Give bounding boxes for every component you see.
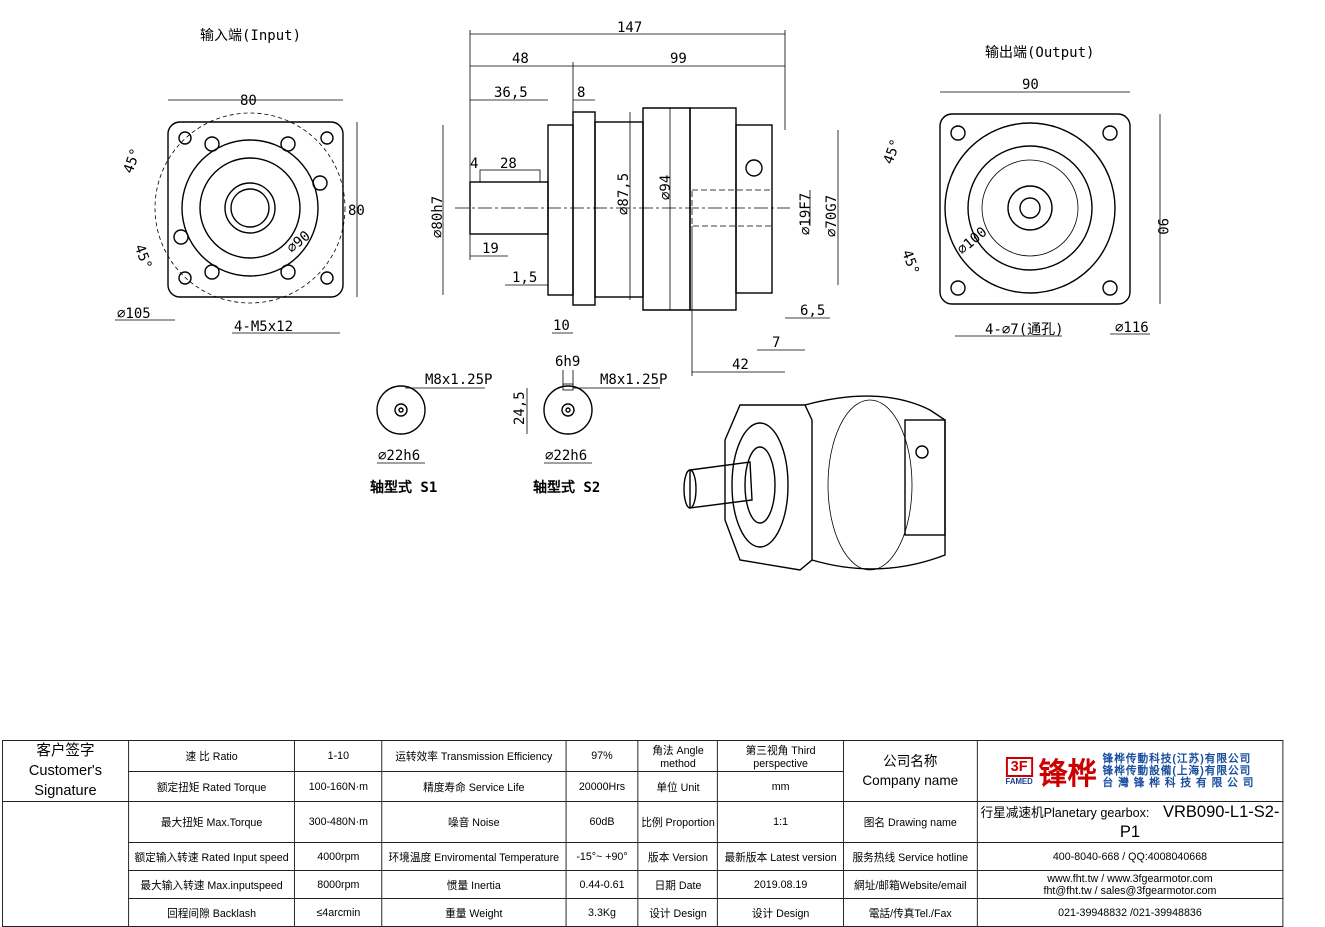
dim-out-angle-1: 45° bbox=[881, 137, 905, 166]
dim-threads: 4-M5x12 bbox=[234, 319, 293, 335]
dim-step: 1,5 bbox=[512, 270, 537, 286]
dim-output-pilot: ⌀70G7 bbox=[824, 195, 840, 237]
spec-label: 日期 Date bbox=[637, 870, 719, 899]
input-view-title: 输入端(Input) bbox=[200, 28, 301, 44]
dim-shaft-dia-length: 19 bbox=[482, 241, 499, 257]
spec-label: 额定输入转速 Rated Input speed bbox=[127, 842, 296, 871]
dim-out-height: 90 bbox=[1154, 218, 1170, 235]
spec-label: 运转效率 Transmission Efficiency bbox=[381, 739, 567, 773]
dim-pcd: ⌀90 bbox=[284, 228, 314, 257]
dim-bore-dia: ⌀19F7 bbox=[798, 193, 814, 235]
info-label: 電話/传真Tel./Fax bbox=[843, 898, 978, 927]
dim-width: 80 bbox=[240, 93, 257, 109]
dim-flange-dia: ⌀105 bbox=[117, 306, 151, 322]
info-label: 服务热线 Service hotline bbox=[843, 842, 978, 871]
s2-key: 6h9 bbox=[555, 354, 580, 370]
spec-value: 3.3Kg bbox=[565, 898, 639, 927]
dim-out-holes: 4-⌀7(通孔) bbox=[985, 322, 1064, 338]
dim-height: 80 bbox=[348, 203, 365, 219]
shaft-s1: M8x1.25P ⌀22h6 轴型式 S1 bbox=[370, 372, 492, 496]
s1-thread: M8x1.25P bbox=[425, 372, 492, 388]
spec-label: 最大输入转速 Max.inputspeed bbox=[127, 870, 296, 899]
info-label: 图名 Drawing name bbox=[843, 801, 978, 843]
spec-label: 重量 Weight bbox=[381, 898, 567, 927]
dim-6-5: 6,5 bbox=[800, 303, 825, 319]
input-view: 输入端(Input) 80 80 45° 45° ⌀90 ⌀105 4-M5x1… bbox=[115, 28, 365, 335]
spec-label: 最大扭矩 Max.Torque bbox=[127, 801, 296, 843]
dim-out-angle-2: 45° bbox=[898, 248, 922, 277]
spec-value: 0.44-0.61 bbox=[565, 870, 639, 899]
spec-value: ≤4arcmin bbox=[294, 898, 383, 927]
dim-out-width: 90 bbox=[1022, 77, 1039, 93]
s1-dia: ⌀22h6 bbox=[378, 448, 420, 464]
spec-value: 第三视角 Third perspective bbox=[717, 739, 844, 773]
spec-value: 最新版本 Latest version bbox=[717, 842, 844, 871]
dim-angle-1: 45° bbox=[121, 146, 145, 175]
gearbox-isometric-illustration bbox=[683, 395, 946, 571]
dim-out-flange-dia: ⌀116 bbox=[1115, 320, 1149, 336]
dim-input-length: 48 bbox=[512, 51, 529, 67]
service-hotline: 400-8040-668 / QQ:4008040668 bbox=[976, 842, 1284, 871]
drawing-name: 行星减速机Planetary gearbox:VRB090-L1-S2-P1 bbox=[976, 801, 1284, 843]
side-view: 147 48 99 36,5 8 4 28 ⌀80h7 ⌀87,5 ⌀94 19… bbox=[430, 20, 840, 376]
spec-value: 设计 Design bbox=[717, 898, 844, 927]
dim-body-dia: ⌀87,5 bbox=[616, 173, 632, 215]
dim-key-offset: 4 bbox=[470, 156, 478, 172]
dim-pilot-dia: ⌀80h7 bbox=[430, 196, 446, 238]
dim-key-length: 28 bbox=[500, 156, 517, 172]
s1-label: 轴型式 S1 bbox=[370, 479, 437, 496]
spec-label: 比例 Proportion bbox=[637, 801, 719, 843]
spec-value: 4000rpm bbox=[294, 842, 383, 871]
spec-label: 噪音 Noise bbox=[381, 801, 567, 843]
spec-label: 角法 Angle method bbox=[637, 739, 719, 773]
spec-label: 精度寿命 Service Life bbox=[381, 771, 567, 802]
dim-shaft-length: 36,5 bbox=[494, 85, 528, 101]
tel-fax: 021-39948832 /021-39948836 bbox=[976, 898, 1284, 927]
s2-thread: M8x1.25P bbox=[600, 372, 667, 388]
spec-value: 1-10 bbox=[294, 739, 383, 773]
dim-flange-10: 10 bbox=[553, 318, 570, 334]
spec-value: 2019.08.19 bbox=[717, 870, 844, 899]
s2-dia: ⌀22h6 bbox=[545, 448, 587, 464]
dim-body-length: 99 bbox=[670, 51, 687, 67]
s2-height: 24,5 bbox=[512, 391, 528, 425]
technical-drawing: 输入端(Input) 80 80 45° 45° ⌀90 ⌀105 4-M5x1… bbox=[115, 20, 1170, 571]
dim-total-length: 147 bbox=[617, 20, 642, 36]
spec-value: 300-480N·m bbox=[294, 801, 383, 843]
output-view: 输出端(Output) 90 90 45° 45° ⌀100 4-⌀7(通孔) … bbox=[881, 45, 1170, 338]
customer-signature-field[interactable] bbox=[2, 801, 129, 927]
shaft-s2: 6h9 M8x1.25P 24,5 ⌀22h6 轴型式 S2 bbox=[512, 354, 667, 496]
dim-flange-thickness: 8 bbox=[577, 85, 585, 101]
spec-value: 100-160N·m bbox=[294, 771, 383, 802]
dim-angle-2: 45° bbox=[131, 242, 155, 271]
output-view-title: 输出端(Output) bbox=[985, 45, 1094, 61]
spec-label: 环境温度 Enviromental Temperature bbox=[381, 842, 567, 871]
dim-7: 7 bbox=[772, 335, 780, 351]
spec-label: 版本 Version bbox=[637, 842, 719, 871]
spec-value: -15°~ +90° bbox=[565, 842, 639, 871]
spec-value: 97% bbox=[565, 739, 639, 773]
spec-value: 60dB bbox=[565, 801, 639, 843]
spec-value: 8000rpm bbox=[294, 870, 383, 899]
spec-label: 设计 Design bbox=[637, 898, 719, 927]
s2-label: 轴型式 S2 bbox=[533, 479, 600, 496]
spec-value: 1:1 bbox=[717, 801, 844, 843]
spec-label: 速 比 Ratio bbox=[127, 739, 296, 773]
spec-label: 单位 Unit bbox=[637, 771, 719, 802]
info-label: 網址/邮箱Website/email bbox=[843, 870, 978, 899]
spec-value: mm bbox=[717, 771, 844, 802]
spec-label: 惯量 Inertia bbox=[381, 870, 567, 899]
dim-42: 42 bbox=[732, 357, 749, 373]
spec-label: 额定扭矩 Rated Torque bbox=[127, 771, 296, 802]
spec-value: 20000Hrs bbox=[565, 771, 639, 802]
spec-label: 回程间隙 Backlash bbox=[127, 898, 296, 927]
dim-housing-dia: ⌀94 bbox=[658, 175, 674, 200]
